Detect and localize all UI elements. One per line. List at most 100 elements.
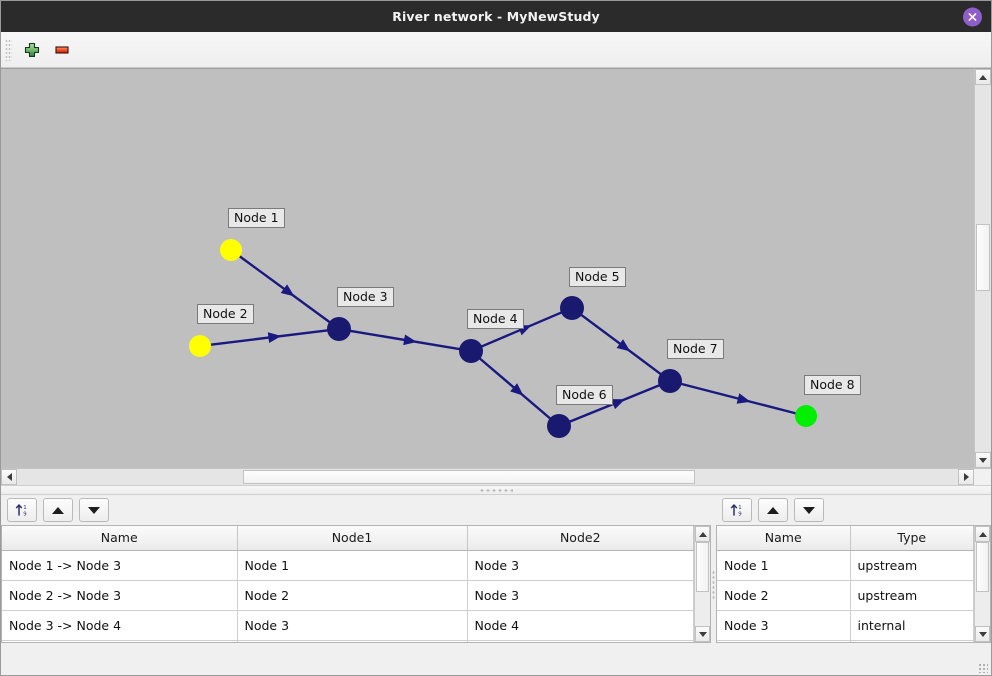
node-vscroll-thumb[interactable] <box>976 542 989 593</box>
title-bar: River network - MyNewStudy <box>1 1 991 32</box>
reach-table-vertical-scrollbar[interactable] <box>694 526 710 642</box>
node-table-vertical-scrollbar[interactable] <box>974 526 990 642</box>
table-cell[interactable]: internal <box>850 610 974 641</box>
arrow-up-icon <box>978 531 987 537</box>
graph-node-label[interactable]: Node 2 <box>197 304 254 324</box>
column-header[interactable]: Name <box>717 526 851 551</box>
table-cell[interactable]: Node 2 <box>237 580 468 611</box>
reach-move-up-button[interactable] <box>43 498 73 522</box>
table-cell[interactable]: internal <box>850 640 974 642</box>
graph-node[interactable] <box>459 339 483 363</box>
arrow-right-icon <box>963 473 969 481</box>
table-cell[interactable]: Node 5 <box>467 640 694 642</box>
arrow-down-icon <box>979 457 987 463</box>
graph-scroll-down-button[interactable] <box>975 452 991 468</box>
graph-node[interactable] <box>327 317 351 341</box>
vertical-splitter[interactable] <box>711 495 716 675</box>
network-graph-canvas[interactable]: Node 1 Node 2 Node 3 Node 4 Node 5 Node 6 Node… <box>1 68 974 468</box>
horizontal-splitter[interactable] <box>1 485 991 495</box>
graph-node-label[interactable]: Node 7 <box>667 339 724 359</box>
graph-node[interactable] <box>658 369 682 393</box>
graph-vertical-scrollbar[interactable] <box>974 68 991 468</box>
table-cell[interactable]: Node 1 <box>237 550 468 581</box>
graph-node-label[interactable]: Node 1 <box>228 208 285 228</box>
graph-node[interactable] <box>189 335 211 357</box>
graph-node[interactable] <box>795 405 817 427</box>
graph-node-label[interactable]: Node 8 <box>804 375 861 395</box>
table-cell[interactable]: upstream <box>850 580 974 611</box>
table-cell[interactable]: Node 4 <box>237 640 468 642</box>
reach-vscroll-track[interactable] <box>695 542 710 626</box>
scrollbar-corner <box>974 469 991 485</box>
table-cell[interactable]: Node 2 -> Node 3 <box>2 580 238 611</box>
arrow-up-icon <box>979 74 987 80</box>
arrow-down-icon <box>978 631 987 637</box>
column-header[interactable]: Node2 <box>467 526 694 551</box>
window-resize-grip[interactable] <box>978 663 988 673</box>
graph-node-label[interactable]: Node 4 <box>467 309 524 329</box>
graph-node-label[interactable]: Node 3 <box>337 287 394 307</box>
table-row[interactable]: Node 4internal <box>717 640 974 642</box>
graph-scroll-left-button[interactable] <box>1 469 17 485</box>
node-move-down-button[interactable] <box>794 498 824 522</box>
reach-scroll-up-button[interactable] <box>695 526 710 542</box>
table-cell[interactable]: Node 4 <box>717 640 851 642</box>
table-cell[interactable]: Node 3 <box>237 610 468 641</box>
column-header[interactable]: Type <box>850 526 974 551</box>
table-cell[interactable]: Node 2 <box>717 580 851 611</box>
graph-node[interactable] <box>220 239 242 261</box>
column-header[interactable]: Name <box>2 526 238 551</box>
graph-node-label[interactable]: Node 6 <box>556 385 613 405</box>
table-cell[interactable]: Node 3 <box>467 550 694 581</box>
graph-hscroll-thumb[interactable] <box>242 470 695 484</box>
node-vscroll-track[interactable] <box>975 542 990 626</box>
table-cell[interactable]: Node 3 <box>467 580 694 611</box>
reach-move-down-button[interactable] <box>79 498 109 522</box>
node-move-up-button[interactable] <box>758 498 788 522</box>
table-cell[interactable]: Node 3 -> Node 4 <box>2 610 238 641</box>
graph-scroll-up-button[interactable] <box>975 69 991 85</box>
node-sort-button[interactable]: 1 9 <box>722 498 752 522</box>
node-scroll-up-button[interactable] <box>975 526 990 542</box>
graph-horizontal-scrollbar[interactable] <box>1 468 991 485</box>
graph-scroll-right-button[interactable] <box>958 469 974 485</box>
table-cell[interactable]: Node 1 <box>717 550 851 581</box>
reach-sort-button[interactable]: 1 9 <box>7 498 37 522</box>
graph-edge-arrow <box>280 284 295 297</box>
table-cell[interactable]: upstream <box>850 550 974 581</box>
reach-vscroll-thumb[interactable] <box>696 542 709 593</box>
graph-node[interactable] <box>547 414 571 438</box>
splitter-grip-icon <box>712 570 715 600</box>
arrow-up-icon <box>767 506 779 514</box>
graph-vscroll-track[interactable] <box>975 85 991 452</box>
table-cell[interactable]: Node 1 -> Node 3 <box>2 550 238 581</box>
graph-vscroll-thumb[interactable] <box>976 224 990 291</box>
graph-hscroll-track[interactable] <box>17 469 958 485</box>
close-icon[interactable] <box>963 7 982 26</box>
table-cell[interactable]: Node 4 <box>467 610 694 641</box>
graph-node[interactable] <box>560 296 584 320</box>
node-scroll-down-button[interactable] <box>975 626 990 642</box>
table-cell[interactable]: Node 4 -> Node 5 <box>2 640 238 642</box>
table-cell[interactable]: Node 3 <box>717 610 851 641</box>
reach-scroll-down-button[interactable] <box>695 626 710 642</box>
graph-node-label[interactable]: Node 5 <box>569 267 626 287</box>
add-node-button[interactable] <box>17 36 47 64</box>
remove-node-button[interactable] <box>47 36 77 64</box>
column-header[interactable]: Node1 <box>237 526 468 551</box>
toolbar-drag-handle[interactable] <box>5 38 12 61</box>
sort-icon: 1 9 <box>730 504 742 517</box>
